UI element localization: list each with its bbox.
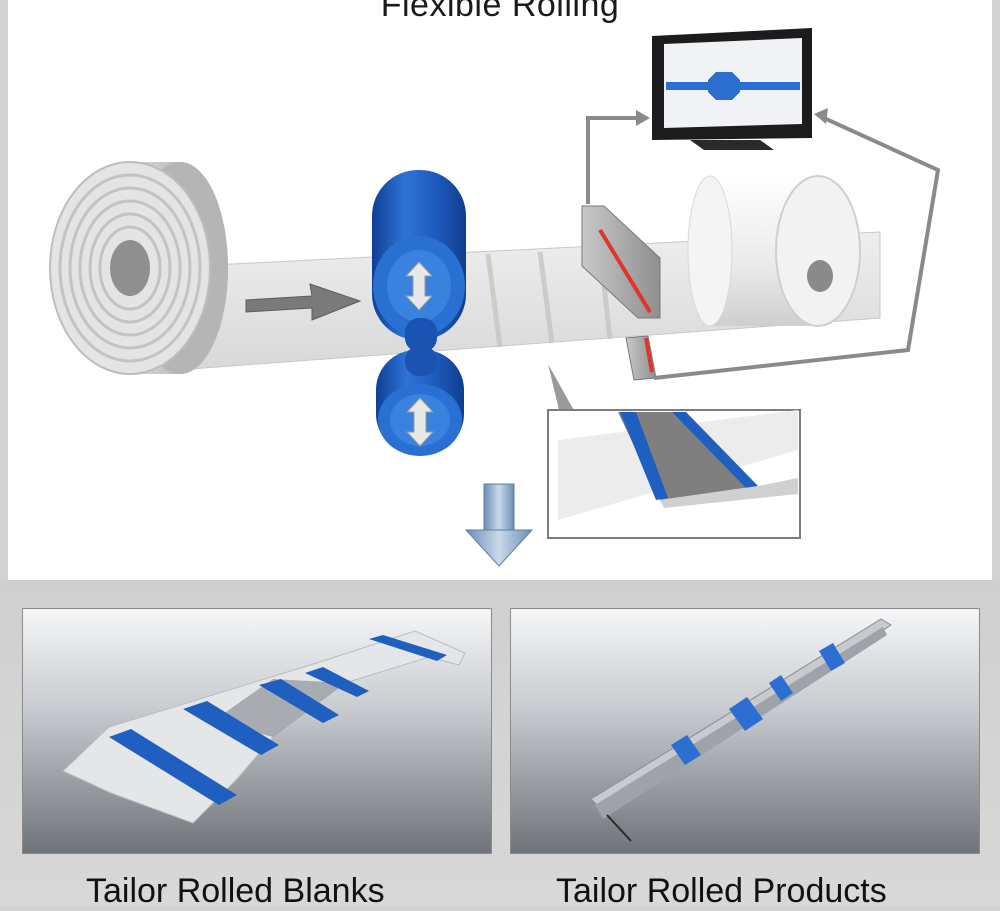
feed-arrow-icon [245, 283, 362, 321]
down-arrow-icon [464, 483, 534, 567]
feedback-arrow-left-icon [636, 110, 650, 126]
upper-thickness-sensor [581, 205, 661, 319]
vertical-adjust-arrow-icon [404, 261, 434, 311]
monitor-icon [652, 28, 812, 150]
lower-thickness-sensor [625, 335, 657, 381]
output-coil [687, 175, 861, 327]
feedback-arrow-right-icon [814, 108, 828, 124]
tailor-rolled-blanks-image [22, 608, 492, 854]
lower-work-roller [376, 346, 464, 456]
profile-detail-callout [547, 364, 801, 539]
product-label-products: Tailor Rolled Products [556, 872, 887, 910]
input-coil [49, 161, 228, 375]
product-illustration [590, 618, 892, 842]
vertical-adjust-arrow-icon [405, 397, 435, 447]
process-diagram [49, 28, 941, 567]
product-label-blanks: Tailor Rolled Blanks [86, 872, 385, 910]
tailor-rolled-products-image [510, 608, 980, 854]
diagram-title: Flexible Rolling [380, 0, 620, 24]
upper-work-roller [372, 170, 466, 352]
feedback-loop-lines [586, 116, 941, 380]
blank-illustration [62, 630, 466, 824]
